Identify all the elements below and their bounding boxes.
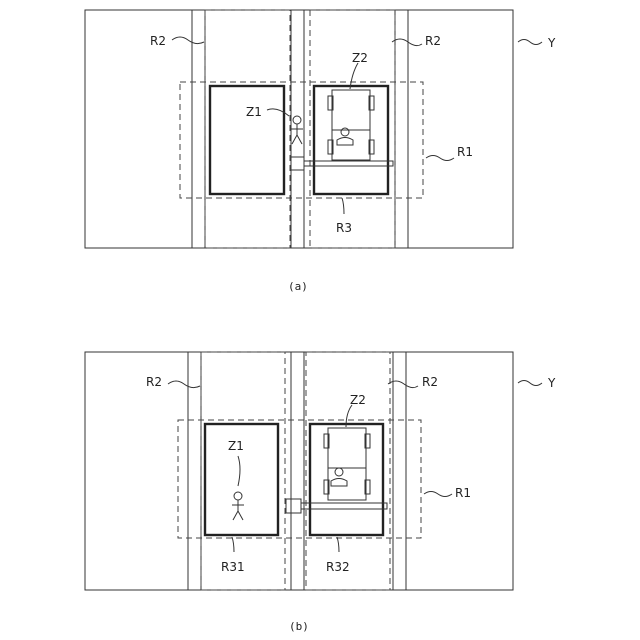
label-r2-right-a: R2 bbox=[425, 34, 441, 48]
label-r3-a: R3 bbox=[336, 221, 352, 235]
leader-r1-a bbox=[426, 156, 454, 161]
label-z2-a: Z2 bbox=[352, 51, 368, 65]
label-y-a: Y bbox=[547, 36, 556, 50]
r2-right-zone-a bbox=[310, 10, 395, 248]
person-icon bbox=[232, 492, 244, 520]
machine-z2-b bbox=[324, 428, 370, 500]
label-r1-b: R1 bbox=[455, 486, 471, 500]
label-y-b: Y bbox=[547, 376, 556, 390]
figure-b: R2 R2 Y Z1 Z2 R1 R31 R32 (b) bbox=[85, 352, 556, 633]
machine-z2-a bbox=[328, 90, 374, 160]
leader-r1-b bbox=[424, 492, 452, 497]
caption-a: (a) bbox=[288, 280, 308, 293]
leader-r2-left-a bbox=[172, 37, 204, 44]
rail-a bbox=[304, 161, 393, 166]
leader-r2-left-b bbox=[168, 381, 200, 388]
r2-left-zone-b bbox=[201, 352, 285, 590]
person-icon bbox=[291, 116, 303, 144]
label-z1-b: Z1 bbox=[228, 439, 244, 453]
label-z1-a: Z1 bbox=[246, 105, 262, 119]
label-r2-right-b: R2 bbox=[422, 375, 438, 389]
leader-r3-a bbox=[342, 198, 344, 214]
car-right-b bbox=[310, 424, 383, 535]
leader-z1-b bbox=[238, 456, 240, 486]
r1-region-a bbox=[180, 82, 423, 198]
leader-r32-b bbox=[337, 537, 339, 552]
rail-b bbox=[301, 503, 387, 509]
r2-left-zone-a bbox=[205, 10, 290, 248]
bridge-b bbox=[286, 499, 301, 513]
leader-z1-a bbox=[267, 109, 289, 116]
label-r2-left-a: R2 bbox=[150, 34, 166, 48]
bridge-a bbox=[291, 157, 304, 170]
caption-b: (b) bbox=[289, 620, 309, 633]
leader-y-a bbox=[518, 40, 542, 45]
r1-region-b bbox=[178, 420, 421, 538]
car-left-a bbox=[210, 86, 284, 194]
r2-right-zone-b bbox=[306, 352, 390, 590]
label-r31-b: R31 bbox=[221, 560, 245, 574]
leader-r2-right-a bbox=[392, 39, 422, 46]
label-z2-b: Z2 bbox=[350, 393, 366, 407]
label-r32-b: R32 bbox=[326, 560, 350, 574]
leader-y-b bbox=[518, 381, 542, 386]
car-right-a bbox=[314, 86, 388, 194]
label-r1-a: R1 bbox=[457, 145, 473, 159]
figure-a: R2 R2 Y Z1 Z2 R1 R3 (a) bbox=[85, 10, 556, 293]
label-r2-left-b: R2 bbox=[146, 375, 162, 389]
leader-r31-b bbox=[232, 537, 234, 552]
